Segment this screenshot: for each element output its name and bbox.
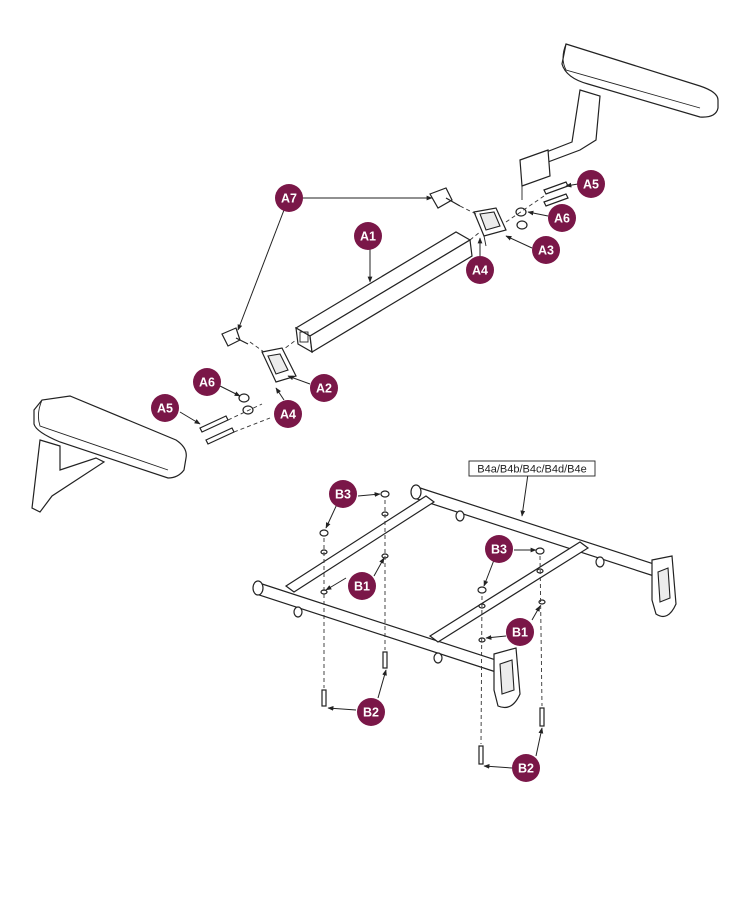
svg-text:A2: A2: [316, 382, 332, 396]
callout-a4-left: A4: [274, 400, 302, 428]
washers-left: [238, 393, 254, 415]
bolts-left: [199, 415, 235, 445]
callout-b2-right: B2: [512, 754, 540, 782]
callout-a5-left: A5: [151, 394, 179, 422]
callout-a4-right: A4: [466, 256, 494, 284]
svg-text:B2: B2: [363, 706, 379, 720]
svg-text:A7: A7: [281, 192, 297, 206]
knob-right: [429, 187, 461, 209]
bolts-b2: [321, 651, 545, 765]
bracket-plate-left: [261, 347, 297, 383]
svg-text:B1: B1: [512, 626, 528, 640]
caps-b3: [319, 490, 545, 594]
svg-text:B3: B3: [335, 488, 351, 502]
armrest-right: [519, 43, 719, 200]
callout-b2-left: B2: [357, 698, 385, 726]
callout-b3-right: B3: [485, 535, 513, 563]
svg-text:A4: A4: [280, 408, 296, 422]
svg-text:A5: A5: [157, 402, 173, 416]
bracket-plate-right: [473, 207, 507, 247]
callout-a2: A2: [310, 374, 338, 402]
bolts-right: [543, 181, 569, 207]
callout-b3-left: B3: [329, 480, 357, 508]
frame-part-tag: B4a/B4b/B4c/B4d/B4e: [468, 460, 596, 477]
assembly-lines: [323, 500, 543, 745]
svg-text:A3: A3: [538, 244, 554, 258]
washers-right: [515, 207, 528, 230]
svg-text:A6: A6: [554, 212, 570, 226]
callout-a6-right: A6: [548, 204, 576, 232]
callout-a5-right: A5: [577, 170, 605, 198]
svg-text:B4a/B4b/B4c/B4d/B4e: B4a/B4b/B4c/B4d/B4e: [477, 464, 586, 476]
svg-text:A5: A5: [583, 178, 599, 192]
svg-text:A1: A1: [360, 230, 376, 244]
callout-b1-right: B1: [506, 618, 534, 646]
callout-a1: A1: [354, 222, 382, 250]
knob-left: [221, 327, 249, 347]
callout-a7: A7: [275, 184, 303, 212]
callout-a6-left: A6: [193, 368, 221, 396]
callout-leaders: [179, 182, 579, 769]
svg-text:B3: B3: [491, 543, 507, 557]
callout-b1-left: B1: [348, 572, 376, 600]
callout-a3: A3: [532, 236, 560, 264]
svg-text:B1: B1: [354, 580, 370, 594]
armrest-left: [31, 395, 187, 513]
tube-a1: [294, 231, 473, 354]
svg-text:A4: A4: [472, 264, 488, 278]
svg-text:B2: B2: [518, 762, 534, 776]
frame-b4: [252, 484, 677, 709]
svg-text:A6: A6: [199, 376, 215, 390]
